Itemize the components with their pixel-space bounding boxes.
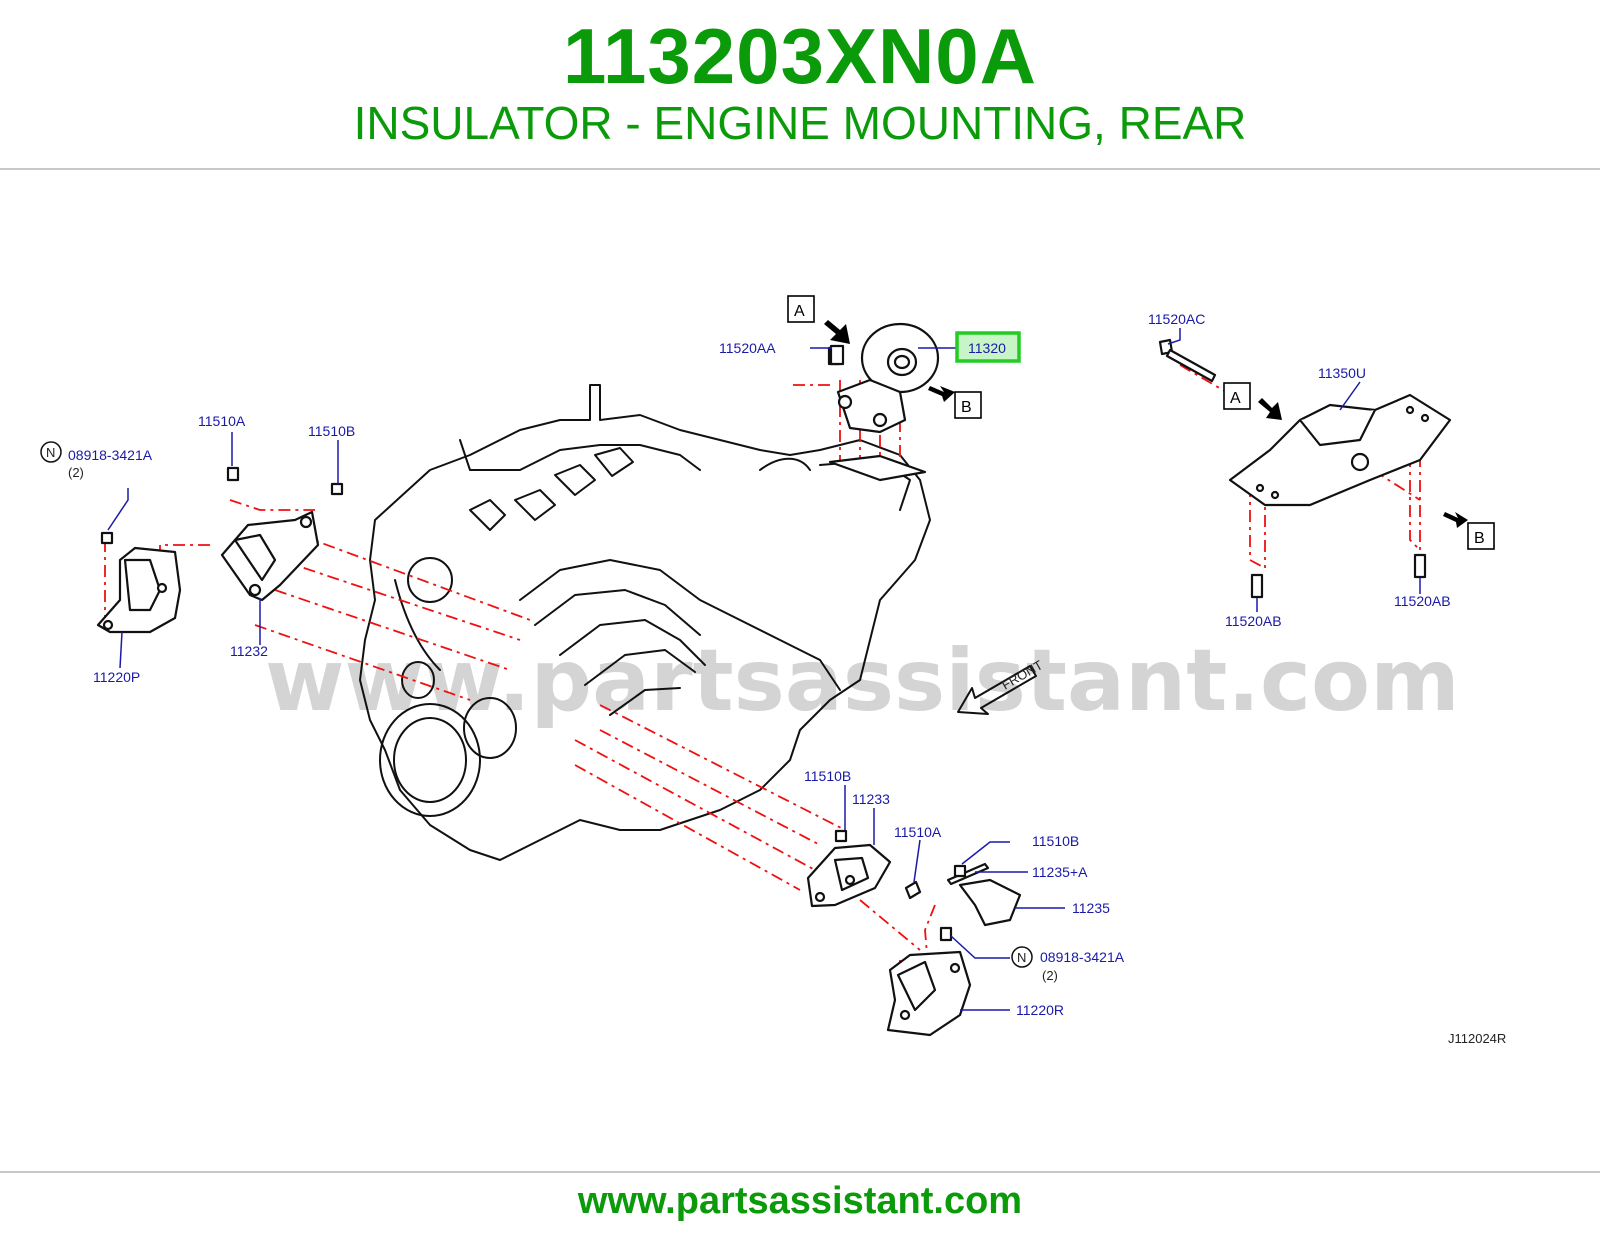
ref-box-a-top: A — [787, 295, 815, 323]
footer-divider — [0, 1171, 1600, 1173]
callout-11520aa[interactable]: 11520AA — [719, 340, 776, 356]
callout-08918-left[interactable]: 08918-3421A — [68, 447, 153, 463]
svg-text:B: B — [961, 399, 972, 416]
watermark-text: www.partsassistant.com — [265, 631, 1460, 731]
callout-11220r[interactable]: 11220R — [1016, 1002, 1064, 1018]
arrow-b-top-icon — [928, 386, 955, 402]
footer-url-link[interactable]: www.partsassistant.com — [577, 1180, 1023, 1222]
header-divider — [0, 168, 1600, 170]
svg-text:B: B — [1474, 530, 1485, 547]
callout-11510a-top[interactable]: 11510A — [198, 413, 246, 429]
callout-11510a-bottom[interactable]: 11510A — [894, 824, 942, 840]
callout-11510b-right[interactable]: 11510B — [1032, 833, 1079, 849]
plate-11235-drawing — [946, 862, 1022, 927]
exploded-view-svg: www.partsassistant.com FRONT — [40, 295, 1506, 1046]
bolt-11520aa-drawing — [829, 344, 845, 366]
svg-text:A: A — [1230, 390, 1241, 407]
callout-11232[interactable]: 11232 — [230, 643, 268, 659]
callout-08918-left-qty: (2) — [68, 465, 84, 480]
mount-11220r-drawing — [886, 926, 972, 1037]
callout-11510b-top[interactable]: 11510B — [308, 423, 355, 439]
leader-lines — [107, 328, 1421, 1011]
crossmember-11350u-drawing — [1158, 338, 1452, 599]
callout-11320[interactable]: 11320 — [968, 340, 1006, 356]
ref-box-b-right: B — [1467, 522, 1495, 550]
callout-11235[interactable]: 11235 — [1072, 900, 1110, 916]
callout-11320-highlighted[interactable]: 11320 — [955, 331, 1021, 363]
highlight-box — [955, 331, 1021, 363]
callout-11520ab-right[interactable]: 11520AB — [1394, 593, 1451, 609]
part-name-subtitle: INSULATOR - ENGINE MOUNTING, REAR — [353, 97, 1247, 149]
callout-11233[interactable]: 11233 — [852, 791, 890, 807]
page-header: 113203XN0A INSULATOR - ENGINE MOUNTING, … — [0, 0, 1600, 170]
bracket-11233-drawing — [806, 829, 922, 908]
arrow-a-right-icon — [1258, 398, 1282, 420]
ref-box-b-top: B — [954, 391, 982, 419]
callout-11350u[interactable]: 11350U — [1318, 365, 1366, 381]
callout-11235a[interactable]: 11235+A — [1032, 864, 1088, 880]
n-marker-left: N — [40, 441, 62, 463]
svg-text:N: N — [1017, 950, 1026, 965]
bracket-11232-drawing — [220, 466, 344, 602]
callout-11520ac[interactable]: 11520AC — [1148, 311, 1205, 327]
part-number-title: 113203XN0A — [562, 12, 1038, 100]
n-marker-right: N — [1011, 946, 1033, 968]
arrow-b-right-icon — [1443, 512, 1468, 528]
svg-text:A: A — [794, 303, 805, 320]
engine-block-drawing — [359, 384, 931, 861]
callout-08918-right-qty: (2) — [1042, 968, 1058, 983]
arrow-a-top-icon — [824, 320, 850, 344]
svg-text:N: N — [46, 445, 55, 460]
callout-11220p[interactable]: 11220P — [93, 669, 140, 685]
diagram-code: J112024R — [1448, 1031, 1506, 1046]
callout-08918-right[interactable]: 08918-3421A — [1040, 949, 1125, 965]
ref-box-a-right: A — [1223, 382, 1251, 410]
parts-diagram: www.partsassistant.com FRONT — [0, 172, 1600, 1168]
callout-11510b-mid[interactable]: 11510B — [804, 768, 851, 784]
callout-11520ab-left[interactable]: 11520AB — [1225, 613, 1282, 629]
mount-11220p-drawing — [96, 531, 182, 634]
